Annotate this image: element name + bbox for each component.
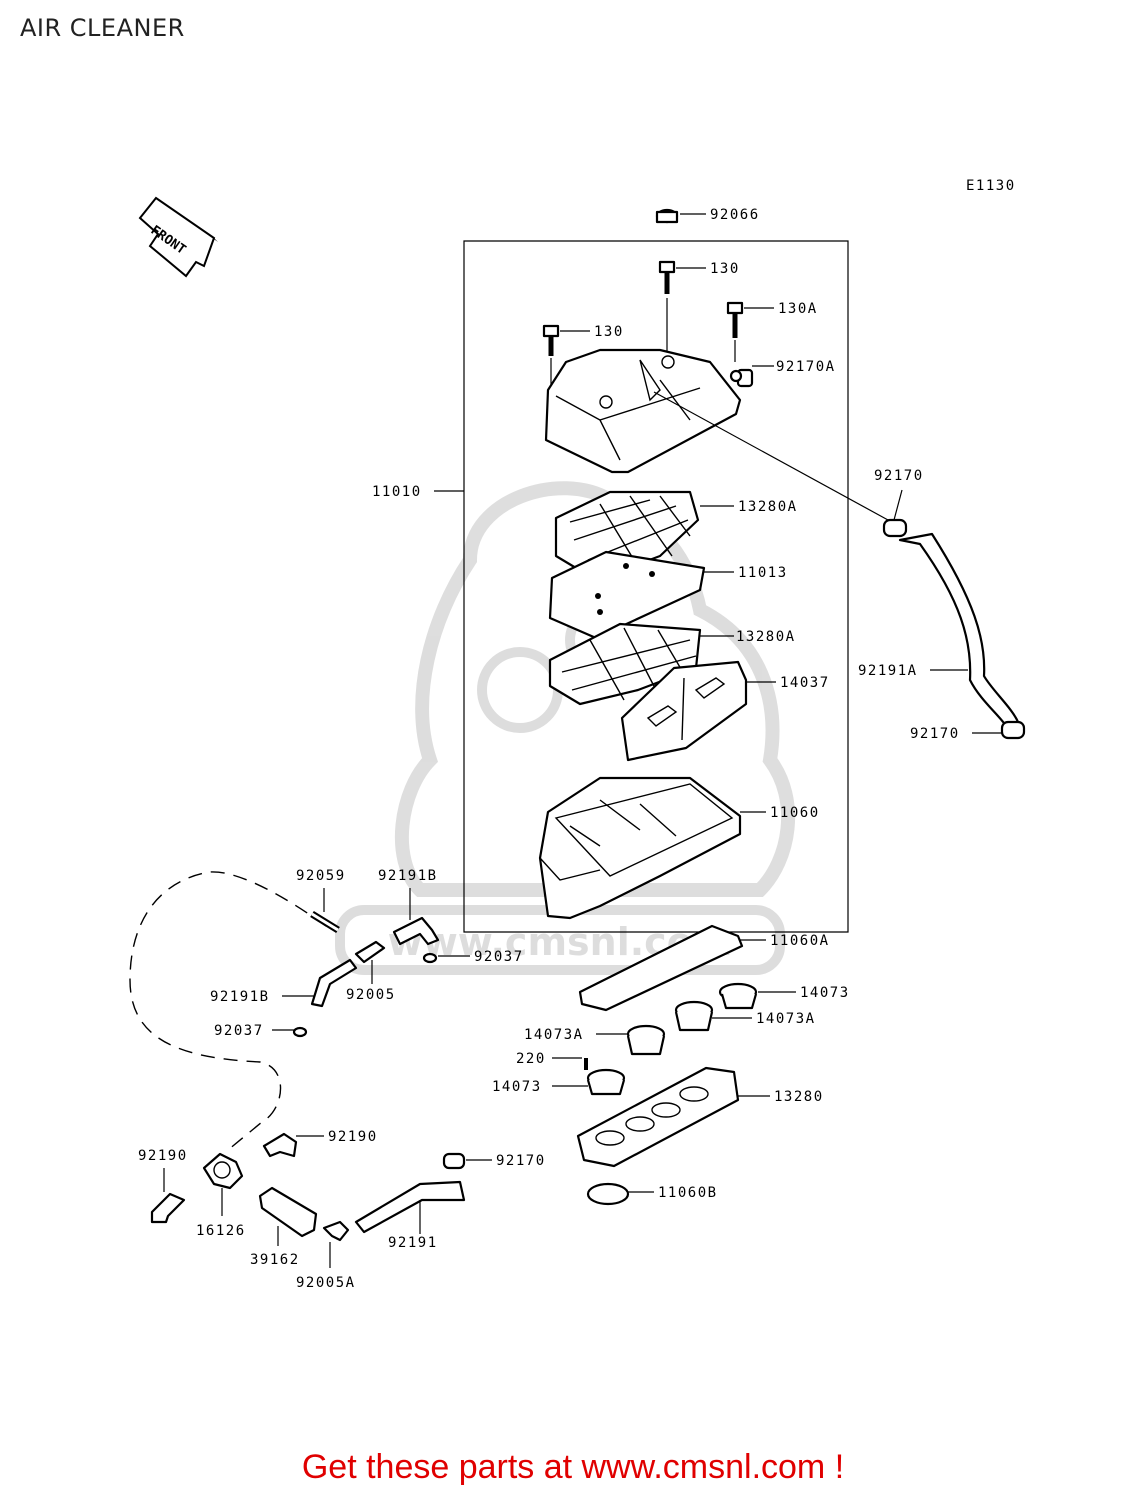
bolt-130-top xyxy=(658,260,676,294)
label-11060A: 11060A xyxy=(770,933,830,949)
label-92037-left: 92037 xyxy=(214,1023,264,1039)
hose-92191B-top xyxy=(392,916,440,946)
plate-13280 xyxy=(576,1066,740,1168)
elbow-92190-mid xyxy=(262,1132,298,1158)
front-arrow-icon: FRONT xyxy=(138,196,218,278)
label-14037: 14037 xyxy=(780,675,830,691)
label-11013: 11013 xyxy=(738,565,788,581)
clamp-92170-bottom xyxy=(442,1152,466,1170)
label-92191: 92191 xyxy=(388,1235,438,1251)
cover-14037 xyxy=(620,660,748,762)
label-14073-left: 14073 xyxy=(492,1079,542,1095)
label-14073A-right: 14073A xyxy=(756,1011,816,1027)
label-92005A: 92005A xyxy=(296,1275,356,1291)
label-92066: 92066 xyxy=(710,207,760,223)
case-11060 xyxy=(538,776,742,920)
holder-14073A-left xyxy=(626,1024,666,1056)
assembly-bracket xyxy=(463,240,849,933)
holder-14073A-right xyxy=(674,1000,714,1032)
label-11060B: 11060B xyxy=(658,1185,718,1201)
label-11060: 11060 xyxy=(770,805,820,821)
label-92191A: 92191A xyxy=(858,663,918,679)
label-130-left: 130 xyxy=(594,324,624,340)
label-92191B-left: 92191B xyxy=(210,989,270,1005)
label-92190-mid: 92190 xyxy=(328,1129,378,1145)
elbow-92005A xyxy=(322,1220,350,1242)
holder-13280A-bottom xyxy=(548,622,702,706)
parts-diagram: www.cmsnl.com E1130 FRONT xyxy=(129,178,1026,1291)
label-16126: 16126 xyxy=(196,1223,246,1239)
ring-11060B xyxy=(586,1182,630,1206)
hose-route xyxy=(129,871,327,1151)
label-39162: 39162 xyxy=(250,1252,300,1268)
label-13280A-bottom: 13280A xyxy=(736,629,796,645)
valve-16126 xyxy=(202,1152,244,1190)
label-220: 220 xyxy=(516,1051,546,1067)
air-cleaner-cover xyxy=(544,348,742,474)
clip-92170A xyxy=(729,368,754,388)
clip-92037-right xyxy=(422,952,438,964)
label-92005: 92005 xyxy=(346,987,396,1003)
label-14073A-left: 14073A xyxy=(524,1027,584,1043)
diagram-code: E1130 xyxy=(966,178,1016,194)
label-11010: 11010 xyxy=(372,484,422,500)
clip-92037-left xyxy=(292,1026,308,1038)
element-11013 xyxy=(548,550,706,640)
label-14073-right: 14073 xyxy=(800,985,850,1001)
hose-92191A xyxy=(898,532,1020,728)
label-92170A: 92170A xyxy=(776,359,836,375)
holder-14073-right xyxy=(718,982,758,1010)
bolt-130A xyxy=(726,301,744,338)
label-13280: 13280 xyxy=(774,1089,824,1105)
label-92170-mid: 92170 xyxy=(910,726,960,742)
label-130-top: 130 xyxy=(710,261,740,277)
clamp-92170-top xyxy=(882,518,908,538)
elbow-92190-left xyxy=(150,1192,186,1224)
page-title: AIR CLEANER xyxy=(20,14,185,42)
label-92170-top: 92170 xyxy=(874,468,924,484)
label-92037-right: 92037 xyxy=(474,949,524,965)
label-92170-bottom: 92170 xyxy=(496,1153,546,1169)
pipe-92059 xyxy=(310,911,340,933)
holder-14073-left xyxy=(586,1068,626,1096)
label-92059: 92059 xyxy=(296,868,346,884)
fitting-92005 xyxy=(354,940,386,964)
filter-39162 xyxy=(258,1186,318,1238)
label-92191B-top: 92191B xyxy=(378,868,438,884)
footer-link[interactable]: Get these parts at www.cmsnl.com ! xyxy=(301,1448,845,1486)
bolt-130-left xyxy=(542,324,560,356)
label-92190-left: 92190 xyxy=(138,1148,188,1164)
hose-92191B-left xyxy=(310,958,358,1008)
clamp-92170-mid xyxy=(1000,720,1026,740)
label-130A: 130A xyxy=(778,301,818,317)
cap-92066 xyxy=(655,208,679,224)
hose-92191 xyxy=(354,1180,466,1234)
gasket-11060A xyxy=(578,924,744,1012)
label-13280A-top: 13280A xyxy=(738,499,798,515)
